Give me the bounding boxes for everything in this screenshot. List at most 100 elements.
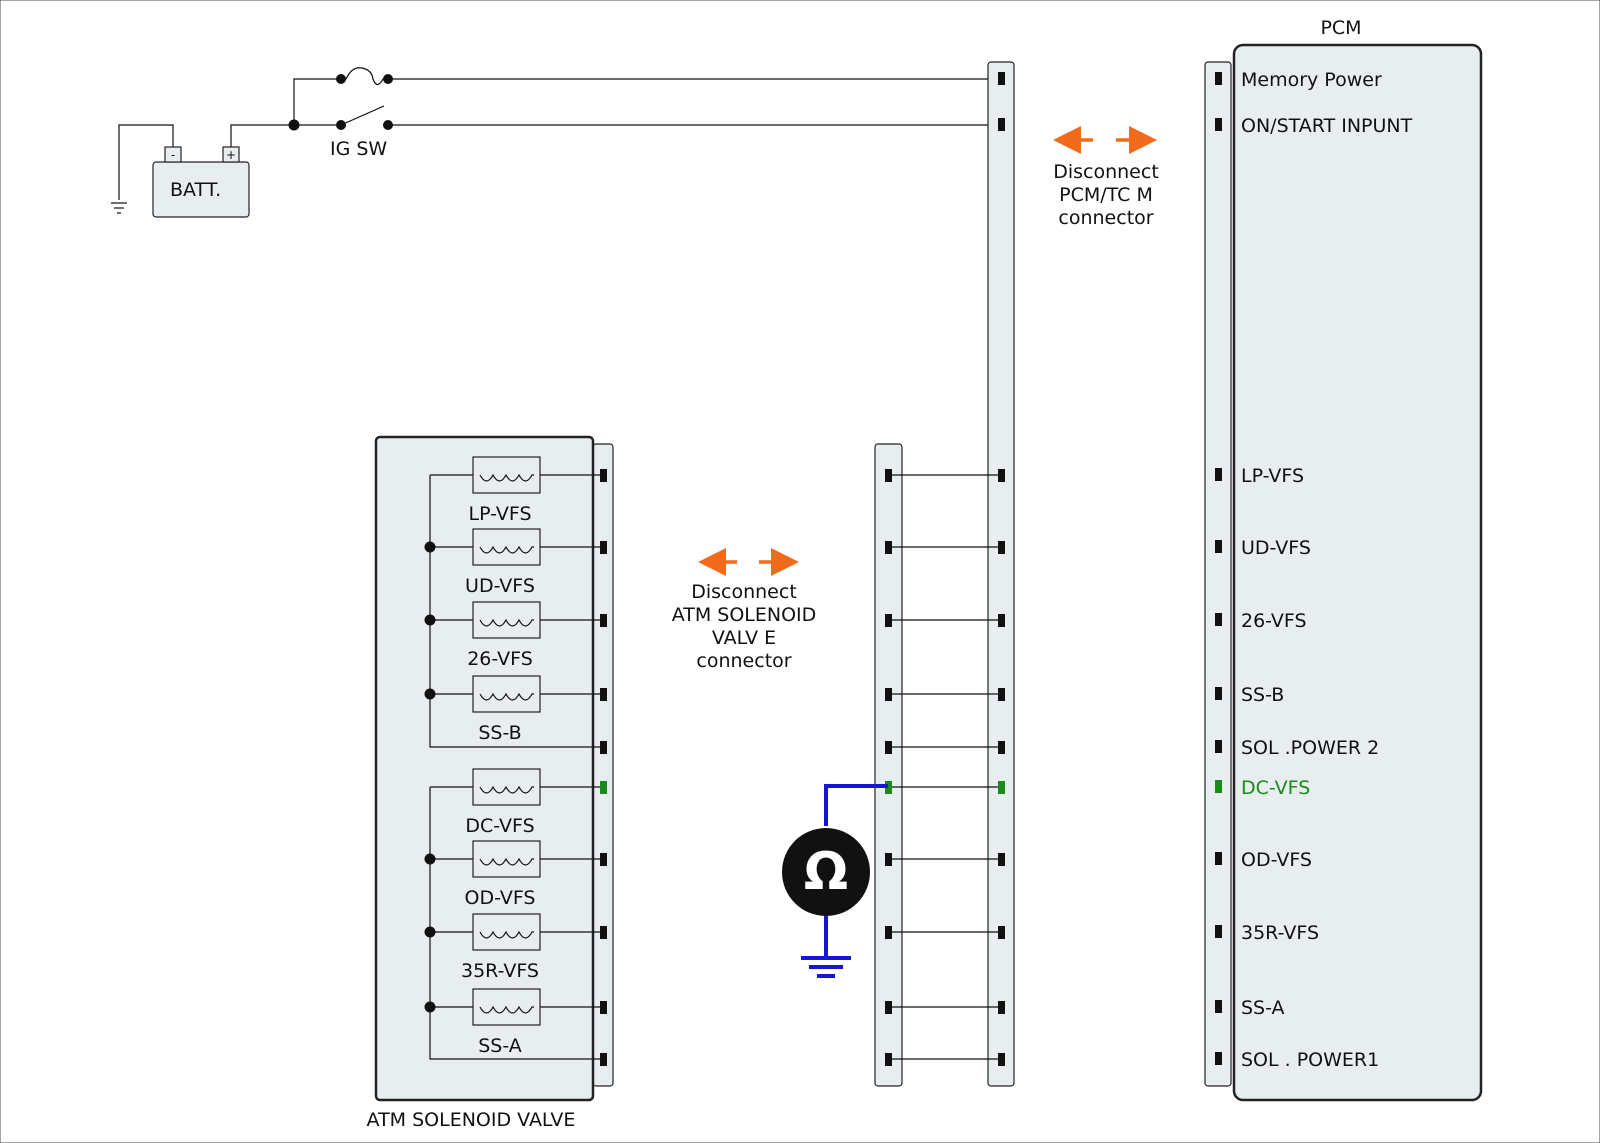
coil-label: DC-VFS bbox=[465, 815, 534, 837]
battery-body bbox=[152, 161, 250, 218]
solenoid-connector-pin bbox=[600, 741, 607, 754]
solenoid-connector-pin bbox=[600, 853, 607, 866]
harness-left-pin bbox=[885, 541, 892, 554]
battery-label: BATT. bbox=[170, 179, 221, 201]
atm-solenoid-valve: LP-VFS UD-VFS 26-VFS SS-B DC-VFS OD-VFS 35R-VF… bbox=[367, 435, 600, 1131]
harness-right-pin bbox=[998, 1053, 1005, 1066]
coil-label: 35R-VFS bbox=[461, 960, 539, 982]
solenoid-connector-pin bbox=[600, 1053, 607, 1066]
harness-right-pin bbox=[998, 541, 1005, 554]
coil-icon bbox=[479, 1005, 534, 1014]
coil-icon bbox=[479, 857, 534, 866]
ig-switch-label: IG SW bbox=[330, 138, 387, 160]
pcm-disconnect-note: Disconnect PCM/TC M connector bbox=[1053, 126, 1159, 229]
coil-icon bbox=[479, 930, 534, 939]
pcm-note-line-2: PCM/TC M bbox=[1059, 184, 1153, 206]
pcm-pin bbox=[1215, 468, 1222, 481]
coil-icon bbox=[479, 618, 534, 627]
pcm-pin bbox=[1215, 740, 1222, 753]
coil-label: 26-VFS bbox=[467, 648, 533, 670]
pcm-title: PCM bbox=[1320, 17, 1361, 39]
ig-switch-icon bbox=[340, 105, 385, 126]
pcm-pin-label: SOL .POWER 2 bbox=[1241, 737, 1379, 759]
pcm-connector bbox=[1204, 61, 1232, 1087]
pcm-pin-label: UD-VFS bbox=[1241, 537, 1311, 559]
harness-right-pin bbox=[998, 688, 1005, 701]
battery-plus-sign: + bbox=[226, 148, 236, 162]
solenoid-return-bus bbox=[429, 787, 600, 1060]
solenoid-connector-pin bbox=[600, 541, 607, 554]
coil-label: LP-VFS bbox=[468, 503, 531, 525]
pcm-pin bbox=[1215, 852, 1222, 865]
pcm-pin bbox=[1215, 118, 1222, 131]
pcm-pin-label: OD-VFS bbox=[1241, 849, 1312, 871]
harness-left-pin bbox=[885, 853, 892, 866]
fuse-icon bbox=[341, 67, 388, 86]
harness-left-pin bbox=[885, 469, 892, 482]
solenoid-connector-pin bbox=[600, 926, 607, 939]
solenoid-connector-pin bbox=[600, 469, 607, 482]
coil-label: SS-B bbox=[478, 722, 521, 744]
harness-left-pin bbox=[885, 1001, 892, 1014]
harness-pin bbox=[998, 118, 1005, 131]
pcm-pin-label: DC-VFS bbox=[1241, 777, 1310, 799]
coil-box bbox=[472, 675, 541, 713]
pcm-pin-label: ON/START INPUNT bbox=[1241, 115, 1413, 137]
coil-label: UD-VFS bbox=[465, 575, 535, 597]
pcm-pin-label: LP-VFS bbox=[1241, 465, 1304, 487]
harness-connector-left bbox=[874, 443, 903, 1087]
pcm-note-line-3: connector bbox=[1058, 207, 1153, 229]
pcm-pin-label: 26-VFS bbox=[1241, 610, 1307, 632]
harness-wiring bbox=[600, 72, 1005, 1066]
pcm-pin bbox=[1215, 687, 1222, 700]
coil-label: OD-VFS bbox=[465, 887, 536, 909]
solenoid-connector-pin bbox=[600, 781, 607, 794]
solenoid-connector-pin bbox=[600, 1001, 607, 1014]
pcm-pin bbox=[1215, 925, 1222, 938]
solenoid-coil-list: LP-VFS UD-VFS 26-VFS SS-B DC-VFS OD-VFS 35R-VF… bbox=[424, 456, 600, 1060]
solenoid-note-line-2: ATM SOLENOID bbox=[672, 604, 817, 626]
harness-right-pin bbox=[998, 781, 1005, 794]
harness-left-pin bbox=[885, 741, 892, 754]
harness-pin bbox=[998, 72, 1005, 85]
harness-left-pin bbox=[885, 781, 892, 794]
ground-icon bbox=[801, 956, 851, 978]
pcm-pin-label: 35R-VFS bbox=[1241, 922, 1319, 944]
solenoid-connector-pin bbox=[600, 614, 607, 627]
pcm-pin bbox=[1215, 540, 1222, 553]
pcm-pin-label: SS-B bbox=[1241, 684, 1284, 706]
ohm-symbol: Ω bbox=[804, 842, 848, 902]
pcm-pin bbox=[1215, 72, 1222, 85]
pcm-pin-label: SS-A bbox=[1241, 997, 1285, 1019]
harness-right-pin bbox=[998, 926, 1005, 939]
battery-ground-icon bbox=[111, 202, 127, 214]
coil-icon bbox=[479, 473, 534, 482]
solenoid-note-line-3: VALV E bbox=[712, 627, 776, 649]
solenoid-note-line-4: connector bbox=[696, 650, 791, 672]
battery-ground-wire bbox=[118, 124, 174, 200]
pcm-body bbox=[1232, 43, 1483, 1102]
solenoid-valve-title: ATM SOLENOID VALVE bbox=[367, 1109, 576, 1131]
solenoid-return-bus bbox=[429, 475, 600, 748]
ohmmeter-probe-wire bbox=[824, 784, 888, 826]
ignition-circuit: IG SW bbox=[230, 67, 995, 160]
ohmmeter-icon bbox=[782, 828, 870, 916]
harness-left-pin bbox=[885, 1053, 892, 1066]
harness-right-pin bbox=[998, 614, 1005, 627]
harness-left-pin bbox=[885, 688, 892, 701]
pcm-pin-label: Memory Power bbox=[1241, 69, 1382, 91]
solenoid-disconnect-note: Disconnect ATM SOLENOID VALV E connector bbox=[672, 548, 817, 672]
harness-right-pin bbox=[998, 853, 1005, 866]
harness-right-pin bbox=[998, 741, 1005, 754]
harness-right-pin bbox=[998, 469, 1005, 482]
fuse-feed-wire bbox=[293, 78, 341, 125]
pcm-pin bbox=[1215, 780, 1222, 793]
pcm-pin bbox=[1215, 613, 1222, 626]
coil-icon bbox=[479, 785, 534, 794]
harness-right-pin bbox=[998, 1001, 1005, 1014]
harness-left-pin bbox=[885, 926, 892, 939]
coil-icon bbox=[479, 545, 534, 554]
pcm-pin-label: SOL . POWER1 bbox=[1241, 1049, 1379, 1071]
pcm-pin bbox=[1215, 1052, 1222, 1065]
